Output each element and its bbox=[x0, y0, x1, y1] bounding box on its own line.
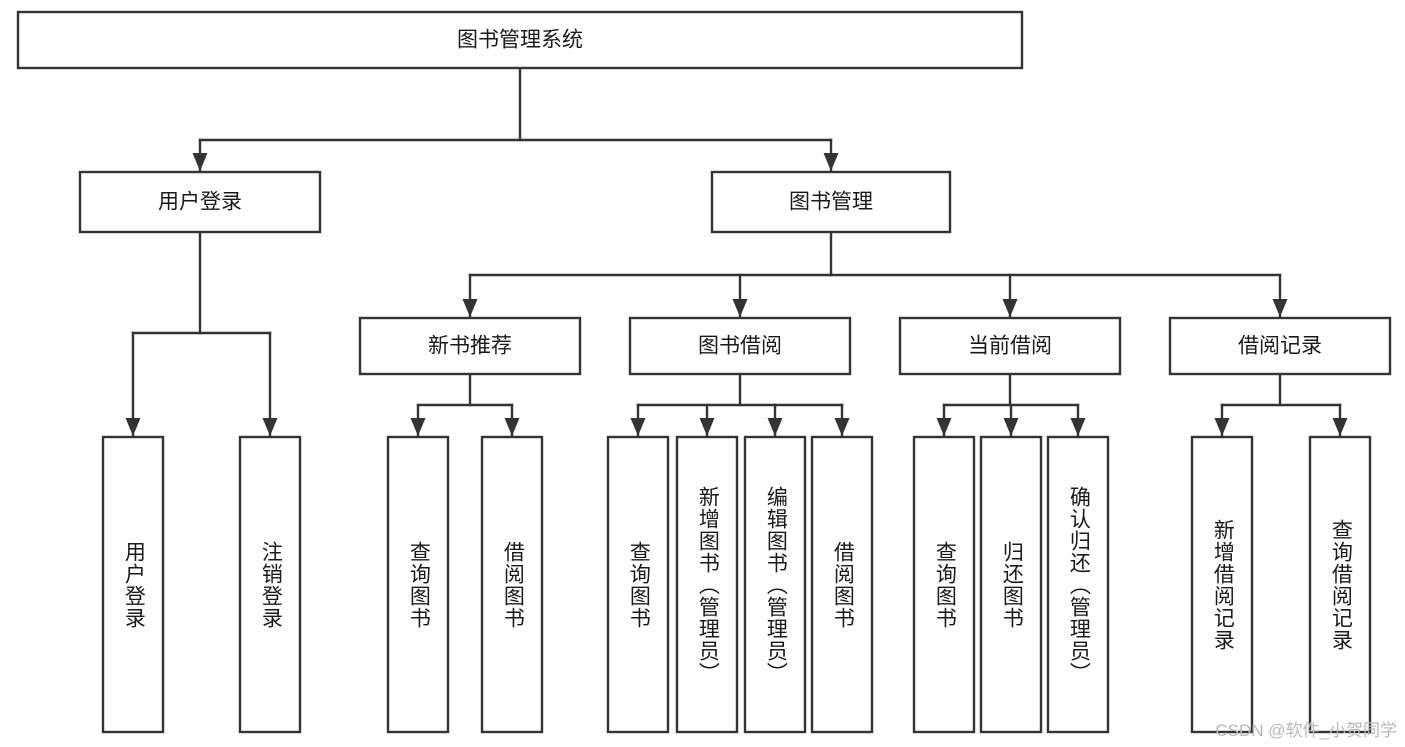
node-level3-2[interactable] bbox=[628, 316, 852, 376]
node-leaf-12[interactable] bbox=[1190, 435, 1254, 734]
node-leaf-7[interactable] bbox=[743, 435, 807, 734]
node-root-图书管理系统[interactable] bbox=[16, 10, 1024, 70]
node-leaf-5[interactable] bbox=[606, 435, 670, 734]
node-leaf-2[interactable] bbox=[238, 435, 302, 734]
node-leaf-8[interactable] bbox=[810, 435, 874, 734]
node-leaf-9[interactable] bbox=[912, 435, 976, 734]
node-level2-label-2: 图书管理 bbox=[789, 191, 873, 214]
node-leaf-3[interactable] bbox=[386, 435, 450, 734]
node-leaf-4[interactable] bbox=[480, 435, 544, 734]
node-leaf-13[interactable] bbox=[1308, 435, 1372, 734]
connector-lines bbox=[125, 66, 1348, 438]
node-root-label: 图书管理系统 bbox=[457, 29, 583, 52]
watermark-text: CSDN @软件_小贺同学 bbox=[1215, 721, 1397, 740]
node-level3-4[interactable] bbox=[1168, 316, 1392, 376]
node-level3-label-1: 新书推荐 bbox=[428, 335, 512, 358]
node-level3-label-2: 图书借阅 bbox=[698, 335, 782, 358]
node-boxes bbox=[16, 10, 1392, 734]
node-level3-label-3: 当前借阅 bbox=[968, 335, 1052, 358]
node-level2-1[interactable] bbox=[78, 170, 322, 234]
node-leaf-10[interactable] bbox=[979, 435, 1043, 734]
node-leaf-6[interactable] bbox=[675, 435, 739, 734]
node-leaf-11[interactable] bbox=[1046, 435, 1110, 734]
node-level3-label-4: 借阅记录 bbox=[1238, 335, 1322, 358]
node-level3-1[interactable] bbox=[358, 316, 582, 376]
node-level3-3[interactable] bbox=[898, 316, 1122, 376]
node-leaf-1[interactable] bbox=[101, 435, 165, 734]
node-level2-label-1: 用户登录 bbox=[158, 191, 242, 214]
node-level2-2[interactable] bbox=[710, 170, 952, 234]
